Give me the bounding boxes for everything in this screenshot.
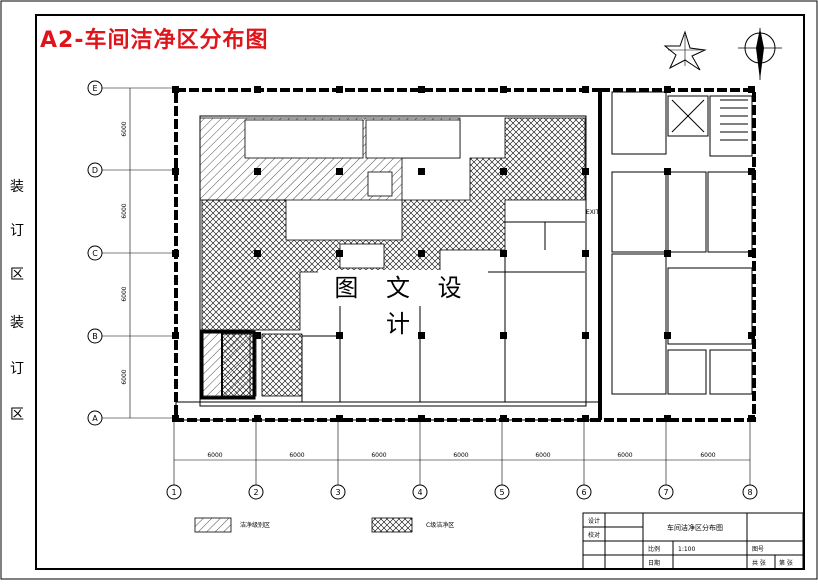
axis-label-col-5: 5: [499, 488, 504, 497]
col-dim-1: 6000: [207, 452, 222, 459]
row-axis-bubbles: E D C B A: [87, 80, 103, 426]
tb-page-label: 第 张: [779, 559, 793, 567]
axis-label-col-7: 7: [663, 488, 668, 497]
tb-scale-value: 1:100: [678, 546, 695, 553]
binding-margin-char-3: 区: [10, 267, 24, 283]
binding-margin-char-5: 订: [10, 361, 24, 377]
legend-label-diagonal: 洁净级别区: [240, 521, 270, 529]
binding-margin-char-2: 订: [10, 223, 24, 239]
structural-columns: [172, 86, 755, 422]
clean-zone-diagonal: [199, 117, 461, 397]
axis-label-col-1: 1: [171, 488, 176, 497]
legend-swatch-diagonal: [194, 517, 232, 533]
legend-label-crosshatch: C级洁净区: [426, 521, 454, 529]
row-dim-2: 6000: [121, 203, 128, 218]
row-dim-4: 6000: [121, 369, 128, 384]
axis-label-row-a: A: [92, 414, 98, 423]
col-dim-3: 6000: [371, 452, 386, 459]
legend-swatch-crosshatch: [371, 517, 413, 533]
axis-label-col-6: 6: [581, 488, 586, 497]
col-dimensions: 6000 6000 6000 6000 6000 6000 6000: [207, 452, 715, 459]
tb-check-label: 校对: [588, 531, 600, 539]
tb-sheet-label: 图号: [752, 546, 764, 553]
title-block-text: 设计 校对 车间洁净区分布图 比例 1:100 图号 日期 共 张 第 张: [588, 517, 793, 567]
exit-label: EXIT: [586, 209, 600, 216]
row-dim-1: 6000: [121, 121, 128, 136]
north-arrow-icon: [738, 28, 782, 80]
tb-scale-label: 比例: [648, 545, 660, 553]
clean-zone-crosshatch: [201, 117, 586, 397]
col-axis-bubbles: 1 2 3 4 5 6 7 8: [166, 484, 758, 500]
axis-label-col-8: 8: [747, 488, 752, 497]
col-axis-lines: [173, 420, 751, 486]
tb-date-label: 日期: [648, 559, 660, 567]
row-dimensions: 6000 6000 6000 6000: [121, 121, 128, 384]
col-dim-5: 6000: [535, 452, 550, 459]
title-block: [582, 512, 804, 570]
axis-label-row-e: E: [92, 84, 97, 93]
col-dim-6: 6000: [617, 452, 632, 459]
row-dim-3: 6000: [121, 286, 128, 301]
tb-design-label: 设计: [588, 517, 600, 525]
tb-drawing-name: 车间洁净区分布图: [667, 523, 723, 532]
binding-margin-char-1: 装: [10, 179, 24, 195]
binding-margin-char-6: 区: [10, 407, 24, 423]
watermark: 图 文 设 计: [318, 270, 488, 338]
drawing-title: A2-车间洁净区分布图: [40, 28, 269, 53]
axis-label-col-4: 4: [417, 488, 422, 497]
axis-label-row-b: B: [92, 332, 98, 341]
interior-walls: [199, 91, 753, 407]
tb-count-label: 共 张: [752, 559, 766, 567]
axis-label-row-d: D: [92, 166, 98, 175]
col-dim-2: 6000: [289, 452, 304, 459]
col-dim-7: 6000: [700, 452, 715, 459]
wind-rose-icon: [663, 30, 707, 71]
axis-label-col-3: 3: [335, 488, 340, 497]
binding-margin-char-4: 装: [10, 315, 24, 331]
col-dim-4: 6000: [453, 452, 468, 459]
axis-label-col-2: 2: [253, 488, 258, 497]
axis-label-row-c: C: [92, 249, 98, 258]
legend: 洁净级别区 C级洁净区: [194, 517, 454, 533]
row-axis-lines: [100, 87, 176, 419]
